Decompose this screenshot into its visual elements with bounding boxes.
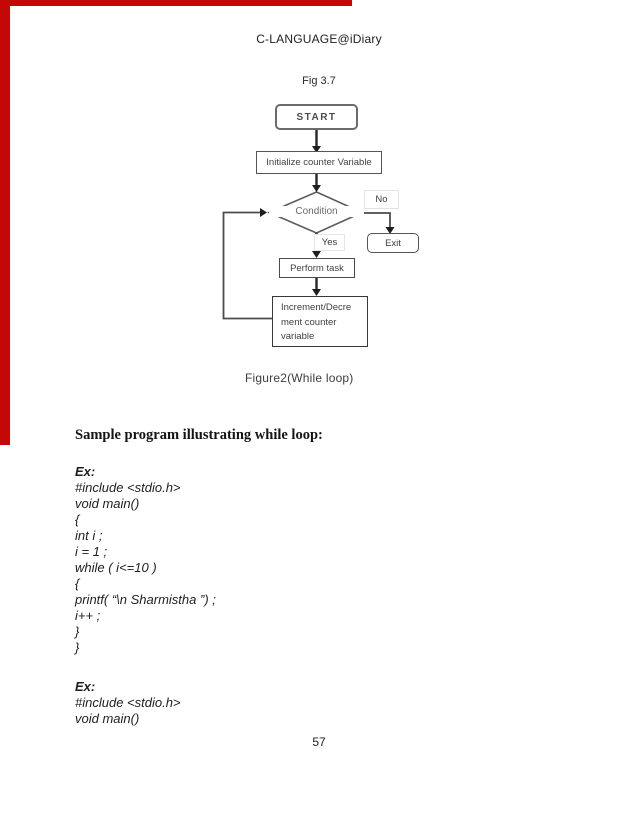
increment-label-line1: Increment/Decre bbox=[281, 302, 352, 313]
initialize-node-label: Initialize counter Variable bbox=[266, 157, 372, 168]
flowchart-condition-node: Condition bbox=[269, 206, 364, 217]
flowchart-yes-branch-label: Yes bbox=[314, 234, 345, 251]
code1-line: } bbox=[75, 640, 80, 655]
code2-line: void main() bbox=[75, 711, 140, 726]
code1-line: { bbox=[75, 512, 80, 527]
code1-line: i = 1 ; bbox=[75, 544, 108, 559]
flowchart-increment-node: Increment/Decre ment counter variable bbox=[272, 296, 368, 347]
flowchart-exit-node: Exit bbox=[367, 233, 419, 253]
code1-line: void main() bbox=[75, 496, 140, 511]
page-number: 57 bbox=[312, 735, 326, 749]
code1-line: #include <stdio.h> bbox=[75, 480, 181, 495]
yes-label: Yes bbox=[321, 237, 338, 248]
code1-line: Ex: bbox=[75, 464, 96, 479]
code2-line: #include <stdio.h> bbox=[75, 695, 181, 710]
flowchart-perform-task-node: Perform task bbox=[279, 258, 355, 278]
start-node-label: START bbox=[296, 111, 337, 123]
exit-node-label: Exit bbox=[385, 237, 401, 249]
perform-task-label: Perform task bbox=[290, 262, 344, 274]
condition-node-label: Condition bbox=[295, 206, 338, 217]
flowchart-initialize-node: Initialize counter Variable bbox=[256, 151, 382, 174]
figure-number-label: Fig 3.7 bbox=[302, 75, 336, 87]
code1-line: i++ ; bbox=[75, 608, 101, 623]
code1-line: int i ; bbox=[75, 528, 103, 543]
red-left-margin-bar bbox=[0, 0, 10, 445]
code1-line: { bbox=[75, 576, 80, 591]
code1-line: printf( “\n Sharmistha ”) ; bbox=[75, 592, 216, 607]
scanned-figure-region: C-LANGUAGE@iDiary Fig 3.7 START bbox=[0, 0, 638, 410]
increment-label-line3: variable bbox=[281, 331, 315, 342]
code2-line: Ex: bbox=[75, 679, 96, 694]
code-block-2: Ex: #include <stdio.h> void main() bbox=[75, 679, 181, 727]
section-heading: Sample program illustrating while loop: bbox=[75, 427, 323, 443]
increment-label-line2: ment counter bbox=[281, 316, 337, 328]
red-top-margin-bar bbox=[0, 0, 352, 6]
code1-line: } bbox=[75, 624, 80, 639]
code1-line: while ( i<=10 ) bbox=[75, 560, 157, 575]
document-header: C-LANGUAGE@iDiary bbox=[256, 32, 382, 46]
flowchart-start-node: START bbox=[275, 104, 358, 130]
code-block-1: Ex: #include <stdio.h> void main() { int… bbox=[75, 464, 216, 656]
figure-caption: Figure2(While loop) bbox=[245, 371, 354, 385]
flowchart-no-branch-label: No bbox=[364, 190, 399, 209]
no-label: No bbox=[375, 194, 388, 205]
